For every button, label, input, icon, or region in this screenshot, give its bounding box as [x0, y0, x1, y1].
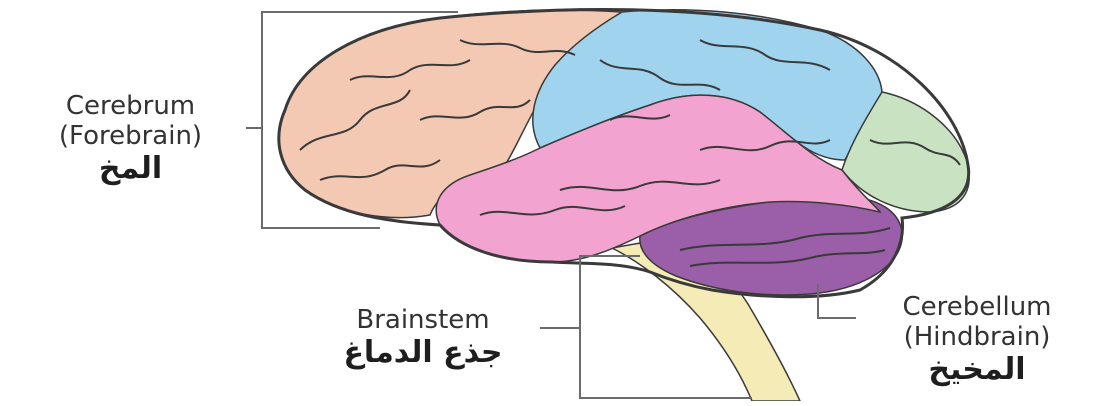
- brainstem-title: Brainstem: [318, 306, 528, 336]
- cerebellum-title: Cerebellum: [862, 293, 1092, 323]
- cerebellum-arabic: المخيخ: [862, 353, 1092, 388]
- cerebrum-arabic: المخ: [8, 152, 253, 187]
- cerebrum-label: Cerebrum (Forebrain) المخ: [8, 92, 253, 186]
- cerebellum-label: Cerebellum (Hindbrain) المخيخ: [862, 293, 1092, 387]
- cerebellum-subtitle: (Hindbrain): [862, 323, 1092, 353]
- cerebrum-title: Cerebrum: [8, 92, 253, 122]
- brainstem-label: Brainstem جذع الدماغ: [318, 306, 528, 370]
- brainstem-arabic: جذع الدماغ: [318, 336, 528, 371]
- cerebrum-subtitle: (Forebrain): [8, 122, 253, 152]
